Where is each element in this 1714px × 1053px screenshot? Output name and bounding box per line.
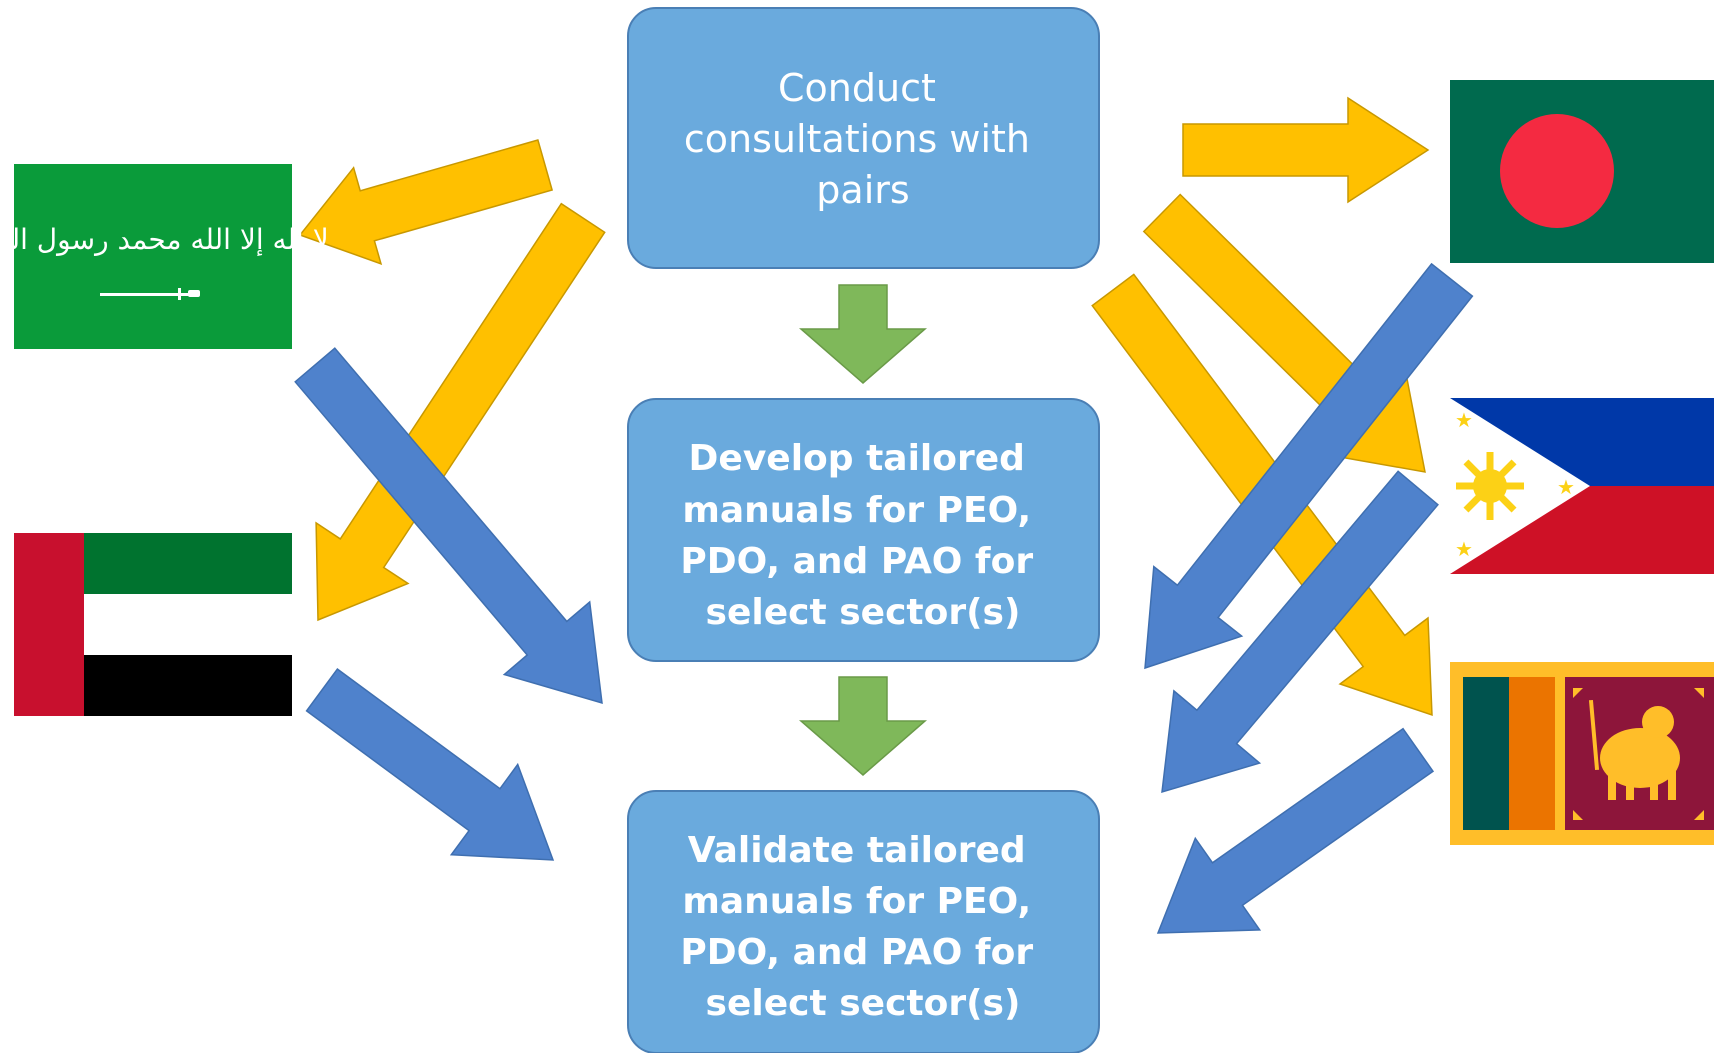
- step-box-consult-label: Conduct consultations with pairs: [684, 66, 1042, 212]
- uae-flag: [14, 533, 292, 716]
- return-arrow-3: [1144, 262, 1474, 670]
- return-arrow-4: [1161, 470, 1439, 794]
- outreach-arrow-3: [1182, 96, 1430, 204]
- return-arrow-5: [1156, 727, 1435, 934]
- sun-ray: [1463, 494, 1482, 513]
- step-box-validate-label: Validate tailored manuals for PEO, PDO, …: [680, 830, 1045, 1024]
- step-box-validate: Validate tailored manuals for PEO, PDO, …: [627, 790, 1100, 1053]
- return-arrow-2: [305, 668, 555, 861]
- sun-ray: [1498, 494, 1517, 513]
- svg-text:★: ★: [1455, 408, 1473, 432]
- outreach-arrow-2: [315, 202, 606, 622]
- return-arrow-1: [294, 347, 603, 705]
- step-box-consult: Conduct consultations with pairs: [627, 7, 1100, 269]
- bangladesh-flag: [1450, 80, 1714, 263]
- sword-icon: [100, 288, 200, 300]
- step-box-develop: Develop tailored manuals for PEO, PDO, a…: [627, 398, 1100, 662]
- philippines-flag: ★ ★ ★: [1450, 398, 1714, 574]
- star-icon: ★ ★ ★: [1455, 408, 1575, 561]
- flow-arrow-1: [798, 284, 928, 384]
- sun-icon: [1456, 452, 1524, 520]
- return-arrows: [294, 262, 1474, 934]
- sun-ray: [1463, 459, 1482, 478]
- outreach-arrow-1: [298, 139, 554, 265]
- saudi-inscription: لا إله إلا الله محمد رسول الله: [0, 223, 329, 256]
- sun-core: [1473, 469, 1507, 503]
- svg-text:★: ★: [1557, 475, 1575, 499]
- flow-arrows: [798, 284, 928, 776]
- flow-arrow-2: [798, 676, 928, 776]
- sri-lanka-flag: [1450, 662, 1714, 845]
- saudi-arabia-flag: لا إله إلا الله محمد رسول الله: [0, 164, 329, 349]
- sun-ray: [1498, 459, 1517, 478]
- svg-text:★: ★: [1455, 537, 1473, 561]
- step-box-develop-label: Develop tailored manuals for PEO, PDO, a…: [680, 438, 1045, 633]
- lion-icon: [1573, 688, 1704, 820]
